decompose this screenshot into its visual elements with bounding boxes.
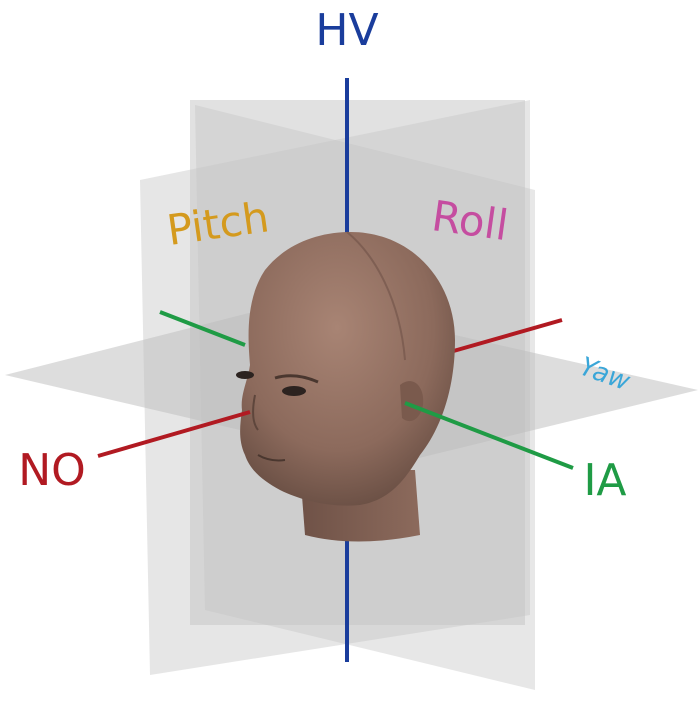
- left-eye: [236, 371, 254, 379]
- no-label: NO: [18, 445, 86, 496]
- ia-axis-front: [404, 401, 574, 470]
- brow: [274, 374, 319, 384]
- head-seam: [346, 231, 406, 361]
- ear: [400, 381, 424, 422]
- no-axis-front: [97, 410, 251, 458]
- ia-label: IA: [583, 455, 626, 506]
- nose: [252, 394, 259, 431]
- roll-label: Roll: [429, 191, 511, 250]
- mouth: [257, 454, 286, 462]
- head-shape: [240, 231, 455, 506]
- hv-label: HV: [315, 5, 378, 56]
- no-axis-back: [449, 318, 563, 354]
- right-eye: [282, 386, 306, 396]
- ia-axis-back: [159, 310, 246, 347]
- head-model: [236, 231, 455, 542]
